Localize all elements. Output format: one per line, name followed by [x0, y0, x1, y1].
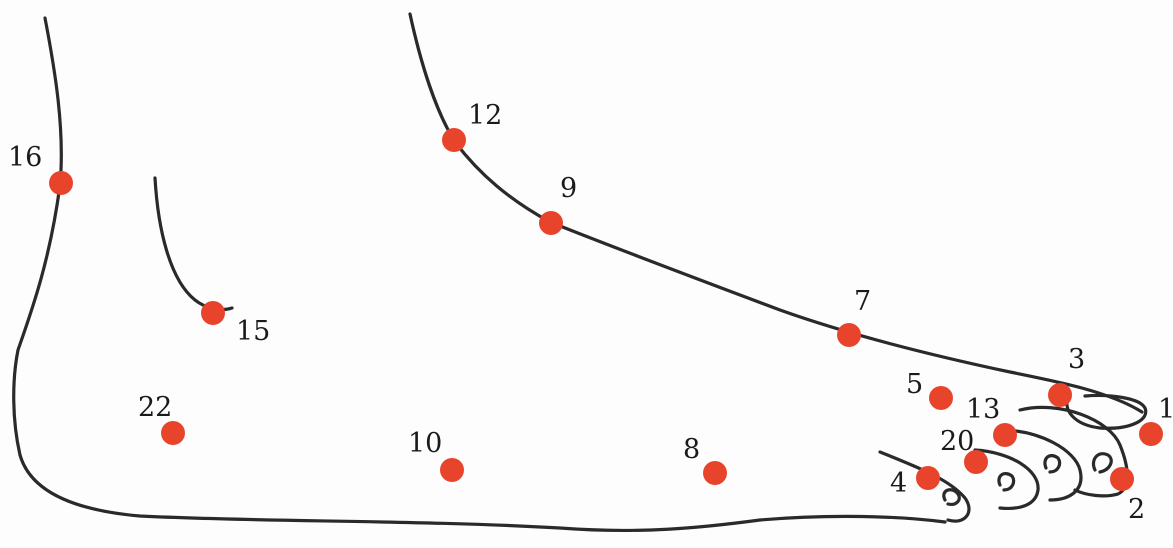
sensor-point-13: 13 — [966, 394, 1017, 447]
sensor-dot-15 — [201, 301, 225, 325]
sensor-point-12: 12 — [442, 100, 502, 152]
sensor-label-15: 15 — [236, 316, 270, 347]
sensor-label-3: 3 — [1068, 344, 1085, 375]
sensor-label-2: 2 — [1128, 494, 1145, 525]
sensor-dot-9 — [539, 211, 563, 235]
sensor-label-4: 4 — [890, 468, 907, 499]
sensor-point-22: 22 — [138, 392, 185, 445]
sensor-point-4: 4 — [890, 466, 940, 499]
sensor-point-1: 1 — [1139, 394, 1173, 446]
toe-5-contour — [878, 450, 971, 523]
sensor-point-5: 5 — [906, 369, 953, 410]
heel-and-sole-contour — [12, 16, 947, 533]
sensor-point-16: 16 — [8, 142, 73, 195]
sensor-dot-20 — [964, 450, 988, 474]
sensor-label-5: 5 — [906, 369, 923, 400]
sensor-dot-3 — [1048, 383, 1072, 407]
sensor-label-22: 22 — [138, 392, 172, 423]
instep-contour — [408, 12, 1144, 414]
sensor-label-9: 9 — [560, 173, 577, 204]
sensor-dot-8 — [703, 461, 727, 485]
sensor-label-12: 12 — [468, 100, 502, 131]
sensor-point-9: 9 — [539, 173, 577, 235]
sensor-dot-12 — [442, 128, 466, 152]
big-toe-contour — [1065, 390, 1148, 430]
sensor-dot-22 — [161, 421, 185, 445]
sensor-label-8: 8 — [683, 434, 700, 465]
sensor-point-15: 15 — [201, 301, 270, 347]
sensor-point-10: 10 — [408, 428, 464, 482]
sensor-label-10: 10 — [408, 428, 442, 459]
sensor-dot-13 — [993, 423, 1017, 447]
sensor-point-3: 3 — [1048, 344, 1085, 407]
toe-5-curl — [942, 488, 961, 506]
sensor-dot-2 — [1110, 467, 1134, 491]
sensor-label-16: 16 — [8, 142, 42, 173]
sensor-dot-1 — [1139, 422, 1163, 446]
sensor-dot-7 — [837, 323, 861, 347]
sensor-point-2: 2 — [1110, 467, 1145, 525]
toe-2-curl — [1091, 452, 1113, 474]
sensor-dot-4 — [916, 466, 940, 490]
toe-3-contour — [998, 428, 1083, 502]
toe-2-contour — [1018, 405, 1129, 498]
toe-4-curl — [997, 472, 1016, 492]
sensor-label-1: 1 — [1158, 394, 1173, 425]
toe-4-contour — [973, 448, 1040, 511]
sensor-label-20: 20 — [940, 426, 974, 457]
sensor-label-13: 13 — [966, 394, 1000, 425]
sensor-point-8: 8 — [683, 434, 727, 485]
sensor-dot-5 — [929, 386, 953, 410]
toe-3-curl — [1043, 454, 1062, 474]
sensor-point-20: 20 — [940, 426, 988, 474]
ankle-contour — [153, 176, 234, 312]
sensor-label-7: 7 — [854, 286, 871, 317]
sensor-dot-10 — [440, 458, 464, 482]
sensor-dot-16 — [49, 171, 73, 195]
sensor-point-7: 7 — [837, 286, 871, 347]
